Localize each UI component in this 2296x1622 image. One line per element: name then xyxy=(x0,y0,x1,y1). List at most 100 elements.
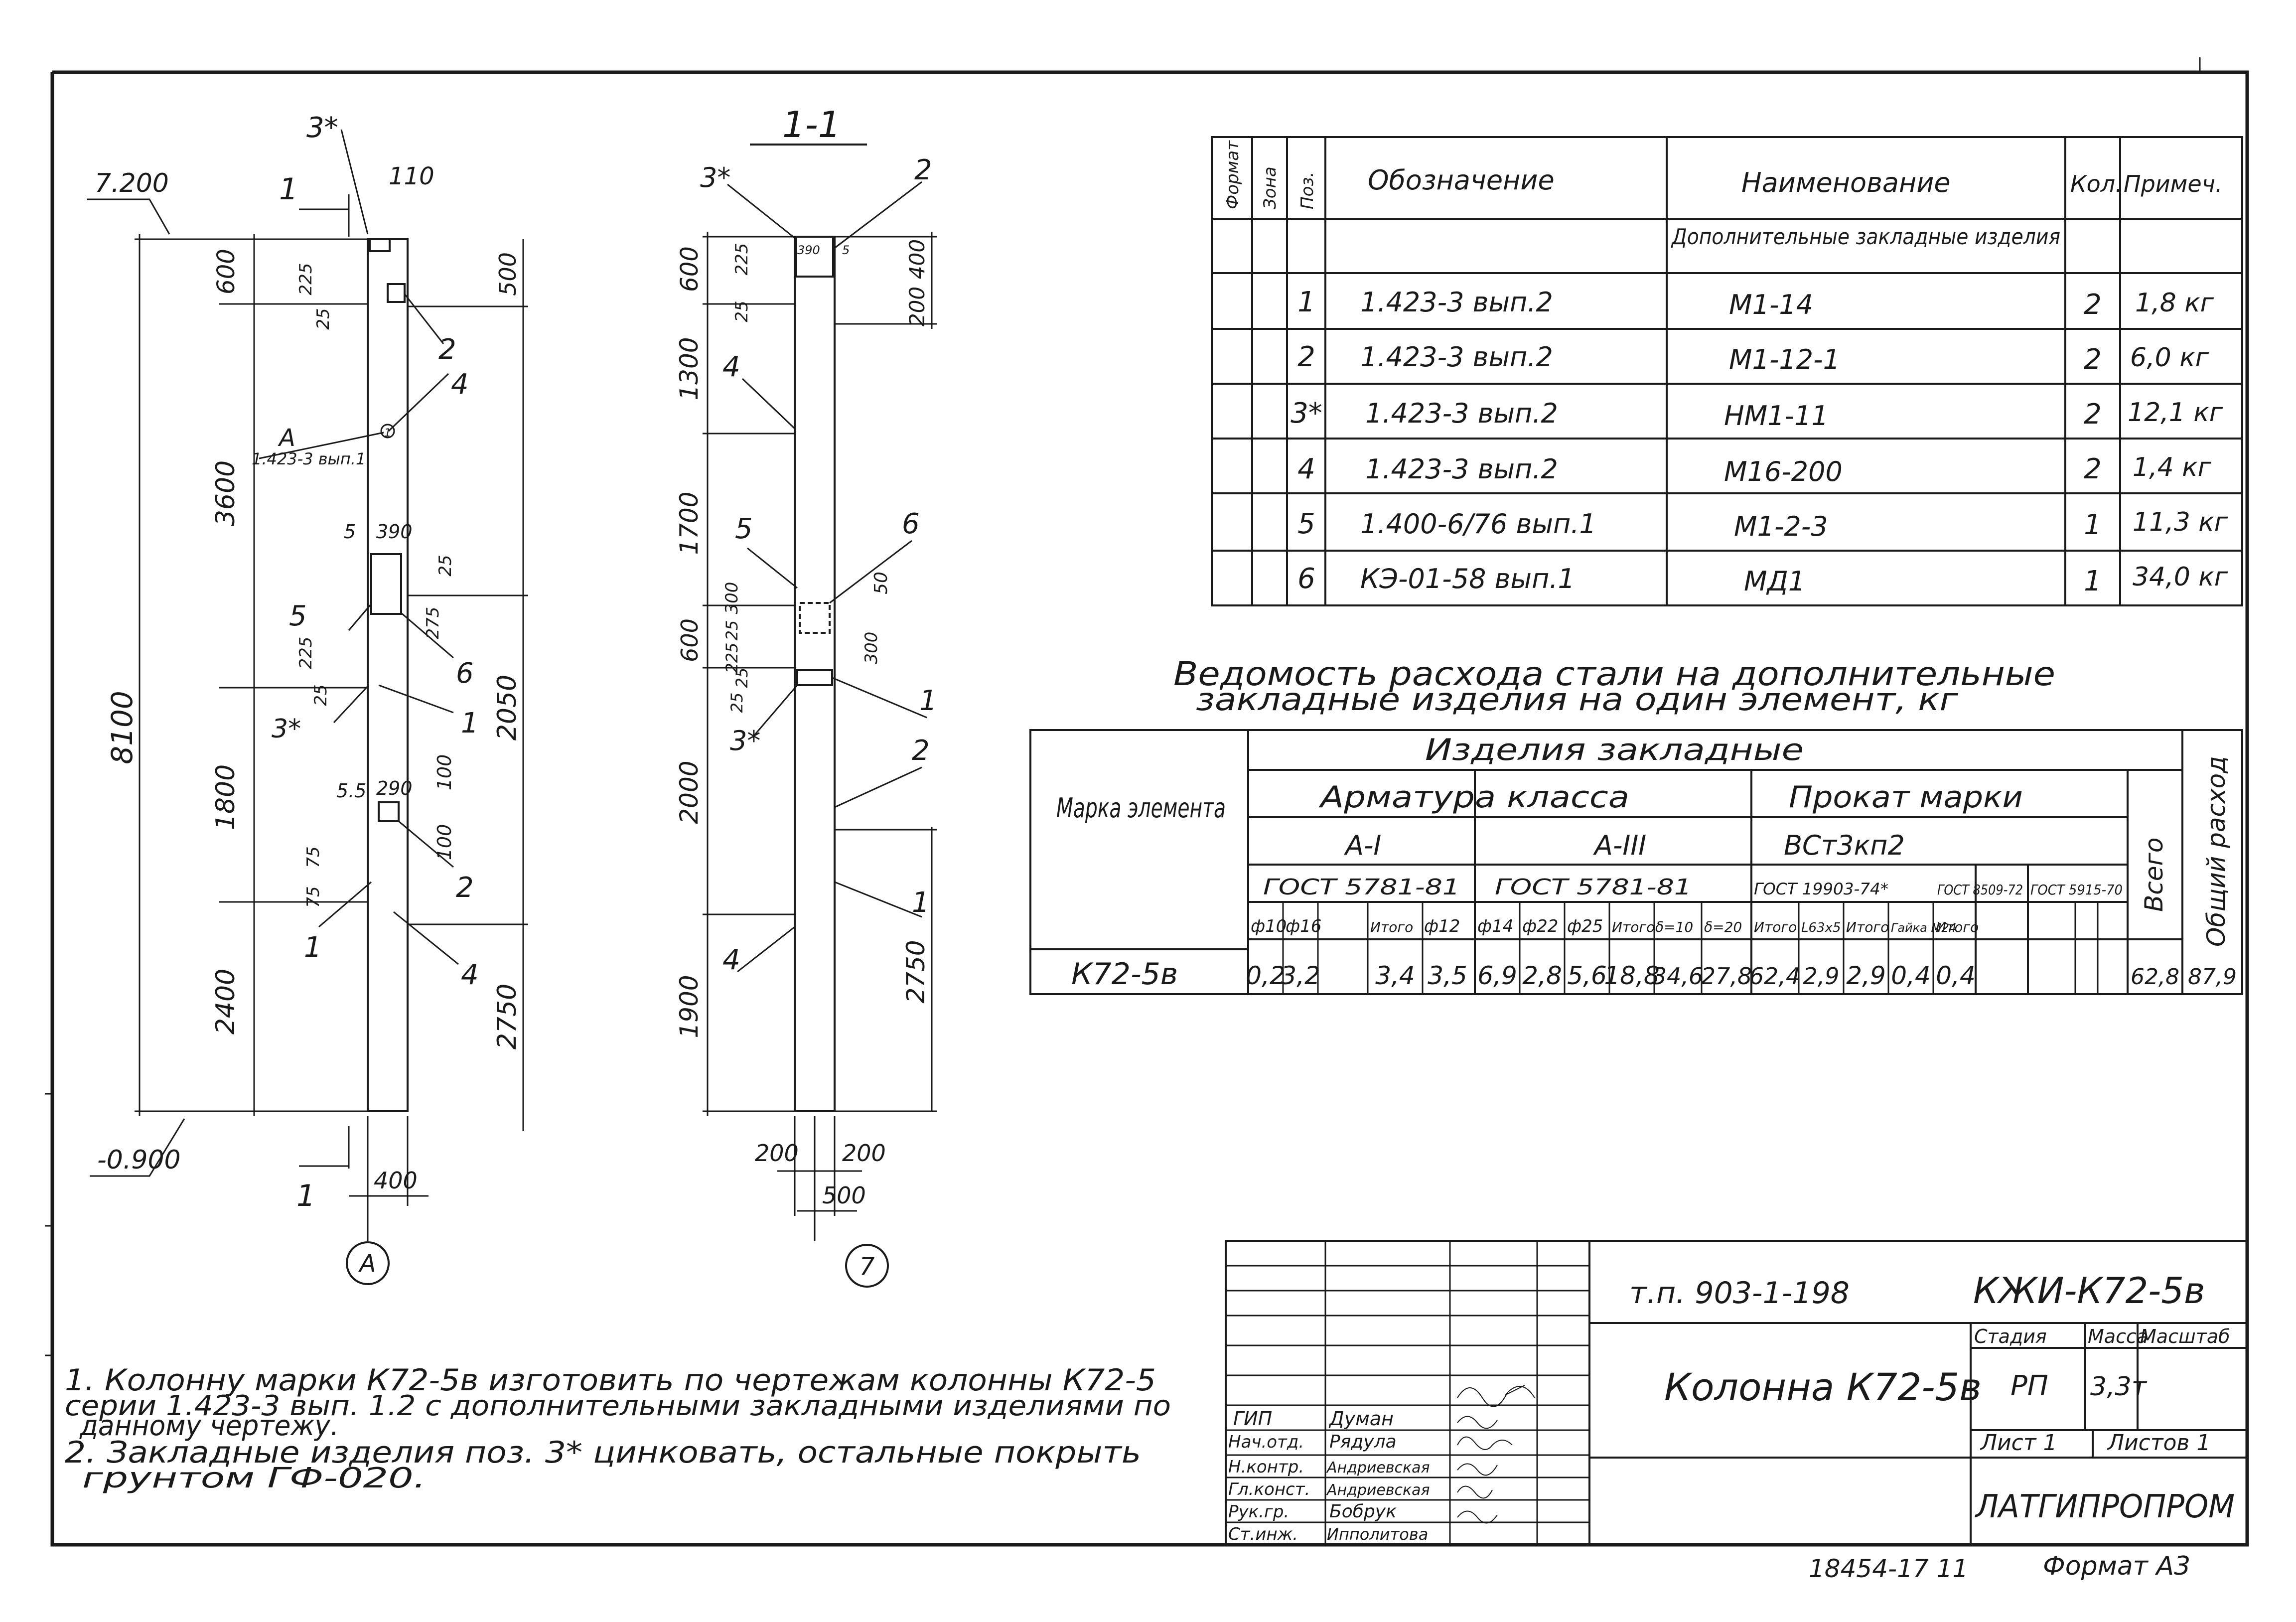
small-dim: 25 xyxy=(722,620,741,641)
steel-h-gost3: ГОСТ 19903-74* xyxy=(1754,880,1888,898)
small-dim: 5.5 xyxy=(336,780,366,802)
elev-mark-top xyxy=(87,198,170,235)
note-line: серии 1.423-3 вып. 1.2 с дополнительными… xyxy=(65,1390,1171,1422)
tb-person: Бобрук xyxy=(1329,1501,1397,1522)
pos-label: 5 xyxy=(289,600,307,632)
axis-bubble-A xyxy=(346,1241,390,1285)
section-1-1: 1-1 xyxy=(675,104,937,1288)
steel-col-head: Итого xyxy=(1936,919,1979,935)
section-embed-top xyxy=(795,236,834,278)
note-line: 2. Закладные изделия поз. 3* цинковать, … xyxy=(65,1435,1141,1470)
small-dim: 100 xyxy=(433,824,455,861)
dim-total-label: 8100 xyxy=(105,691,139,764)
small-dim: 225 xyxy=(732,243,752,276)
steel-h-overall: Общий расход xyxy=(2202,756,2231,947)
steel-table: Ведомость расхода стали на дополнительны… xyxy=(1029,655,2243,995)
steel-row-mark: К72-5в xyxy=(1071,957,1178,992)
steel-col-head: δ=20 xyxy=(1704,919,1742,935)
steel-h-mark: Марка элемента xyxy=(1056,792,1226,824)
section-mark-top: 1 xyxy=(279,172,298,207)
steel-col-head: Итого xyxy=(1612,919,1655,935)
pos-label: 4 xyxy=(461,959,479,991)
steel-value: 6,9 xyxy=(1477,961,1517,990)
leader xyxy=(832,677,927,719)
tb-stage: РП xyxy=(2010,1370,2048,1402)
bottom-dim-label: 200 xyxy=(755,1140,799,1167)
dim-left: 600 xyxy=(676,618,703,662)
dim-left-2: 3600 xyxy=(211,460,241,526)
tb-person: Андриевская xyxy=(1326,1459,1430,1476)
dim-left-1: 600 xyxy=(212,249,240,295)
specification-table: Формат Зона Поз. Обозначение Наименовани… xyxy=(1211,136,2243,606)
spec-pos: 5 xyxy=(1297,508,1315,540)
spec-header-note: Примеч. xyxy=(2124,170,2223,197)
pos-label: 1 xyxy=(461,707,479,739)
footer-format: Формат А3 xyxy=(2043,1551,2190,1581)
spec-designation: 1.423-3 вып.2 xyxy=(1360,341,1553,373)
pos-label: 3* xyxy=(306,112,338,144)
dim-left-3: 1800 xyxy=(211,764,241,830)
spec-designation: 1.423-3 вып.2 xyxy=(1365,453,1558,485)
signature xyxy=(1457,1485,1493,1499)
pos-label: 4 xyxy=(722,351,740,383)
pos-label: 2 xyxy=(914,154,932,186)
tb-mass: 3,3т xyxy=(2090,1372,2148,1402)
leader xyxy=(348,603,372,631)
pos-label: 1 xyxy=(912,886,930,919)
dim-right-1: 500 xyxy=(494,252,521,296)
node-ref-number: 1 xyxy=(384,427,391,440)
small-dim: 25 xyxy=(727,693,746,713)
small-dim: 300 xyxy=(722,582,742,614)
spec-group-title: Дополнительные закладные изделия xyxy=(1671,224,2060,250)
section-body xyxy=(794,236,836,1112)
spec-name: М16-200 xyxy=(1724,456,1843,487)
node-ref-text: 1.423-3 вып.1 xyxy=(252,449,366,468)
leader xyxy=(741,378,796,430)
spec-designation: 1.423-3 вып.2 xyxy=(1360,287,1553,318)
signature xyxy=(1457,1416,1498,1429)
spec-name: М1-14 xyxy=(1729,289,1813,320)
signature xyxy=(1457,1510,1498,1524)
spec-header-designation: Обозначение xyxy=(1368,164,1555,196)
section-embed-pos6 xyxy=(799,602,831,634)
width-dim-label: 400 xyxy=(374,1167,418,1194)
steel-col-head: δ=10 xyxy=(1655,919,1693,935)
spec-table-frame xyxy=(1211,136,2243,606)
steel-col-head: Итого xyxy=(1370,919,1413,935)
spec-designation: КЭ-01-58 вып.1 xyxy=(1360,563,1575,594)
steel-value: 2,8 xyxy=(1522,961,1562,990)
steel-col-head: Гайка М24 xyxy=(1891,921,1957,935)
small-dim: 225 xyxy=(296,263,316,295)
steel-h-a3: А-III xyxy=(1593,830,1646,861)
steel-value: 0,4 xyxy=(1936,961,1976,990)
spec-note: 11,3 кг xyxy=(2133,507,2228,537)
spec-qty: 2 xyxy=(2084,289,2102,321)
spec-qty: 2 xyxy=(2084,343,2102,376)
small-dim: 5 xyxy=(344,521,356,543)
small-dim: 275 xyxy=(423,607,443,639)
steel-h-vst: ВСт3кп2 xyxy=(1784,830,1905,861)
tb-code: КЖИ-К72-5в xyxy=(1973,1270,2205,1312)
signature xyxy=(1457,1463,1498,1476)
steel-value: 2,9 xyxy=(1846,961,1886,990)
small-dim: 225 xyxy=(722,642,741,673)
title-block: ГИП Нач.отд. Н.контр. Гл.конст. Рук.гр. … xyxy=(1225,1240,2248,1546)
spec-header-qty: Кол. xyxy=(2070,170,2123,197)
bottom-dim-label: 200 xyxy=(842,1140,886,1167)
steel-col-head: ф25 xyxy=(1567,916,1603,936)
spec-pos: 4 xyxy=(1297,453,1315,485)
pos-label: 3* xyxy=(730,725,760,756)
elev-top-label: 7.200 xyxy=(95,168,169,198)
note-line: грунтом ГФ-020. xyxy=(82,1462,426,1494)
dim-left-4: 2400 xyxy=(211,969,241,1034)
spec-header-pos: Поз. xyxy=(1297,172,1317,209)
steel-h-rolled: Прокат марки xyxy=(1789,780,2023,815)
leader xyxy=(829,540,912,604)
dim-left: 1300 xyxy=(675,337,704,400)
small-dim: 25 xyxy=(313,308,333,329)
pos-label: 6 xyxy=(902,508,920,540)
tb-role: ГИП xyxy=(1233,1408,1272,1430)
tb-role: Ст.инж. xyxy=(1228,1524,1298,1544)
signature xyxy=(1457,1385,1535,1407)
leader xyxy=(393,911,459,965)
